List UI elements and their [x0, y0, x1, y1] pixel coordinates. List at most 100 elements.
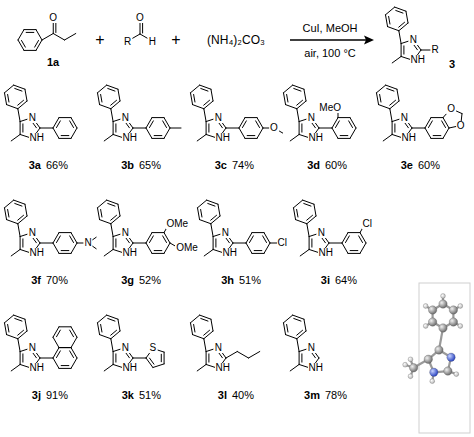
bond	[314, 204, 316, 216]
bond	[108, 203, 115, 206]
crystal-atom	[449, 318, 457, 326]
bond	[397, 89, 399, 101]
atom-label: N	[28, 113, 37, 123]
bond	[150, 358, 154, 364]
bond	[15, 203, 22, 206]
bond	[18, 224, 20, 237]
atom-label: NH	[318, 248, 334, 258]
bond	[35, 40, 39, 47]
atom-label: O	[456, 121, 466, 131]
bond	[287, 324, 288, 332]
crystal-atom	[444, 367, 452, 375]
bond	[243, 121, 247, 128]
atom-label: O	[135, 13, 145, 23]
yield: 91%	[45, 390, 69, 401]
bond	[59, 253, 71, 254]
bond	[104, 134, 113, 140]
bond	[425, 128, 431, 138]
atom-label: N	[121, 228, 130, 238]
bond	[101, 94, 102, 102]
bond	[297, 330, 303, 335]
atom-label: NH	[215, 133, 231, 143]
bond	[152, 138, 164, 139]
atom-label: N	[221, 228, 230, 238]
bond	[252, 232, 264, 233]
crystal-atom	[435, 346, 443, 354]
bond	[383, 134, 392, 140]
bond	[59, 368, 71, 369]
bond	[204, 109, 206, 122]
atom-label: N	[28, 228, 37, 238]
bond	[18, 331, 27, 339]
bond	[8, 209, 9, 217]
atom-label: S	[149, 343, 158, 353]
bond	[211, 319, 213, 331]
bond	[257, 118, 263, 128]
bond	[301, 124, 302, 132]
bond	[53, 118, 59, 128]
atom-label: O	[48, 13, 58, 23]
bond	[359, 236, 363, 243]
bond	[297, 101, 306, 109]
atom-label: NH	[401, 133, 417, 143]
crystal-atom	[409, 364, 417, 372]
bond	[350, 128, 356, 138]
bond	[111, 224, 113, 237]
bond	[433, 135, 441, 136]
atom-label: Cl	[362, 219, 373, 229]
compound-number: 3e	[400, 160, 414, 171]
reaction-condition: air, 100 °C	[303, 48, 356, 59]
compound-number: 3g	[120, 275, 135, 286]
atom-label: NH	[122, 363, 138, 373]
bond	[24, 50, 36, 51]
bond	[4, 200, 13, 208]
bond	[97, 85, 106, 93]
bond	[197, 134, 206, 140]
bond	[283, 93, 285, 105]
bond	[153, 364, 164, 368]
bond	[36, 30, 42, 40]
yield: 70%	[45, 275, 69, 286]
bond	[152, 117, 164, 118]
bond	[425, 118, 431, 128]
bond	[97, 315, 106, 323]
bond	[257, 128, 263, 138]
bond	[332, 128, 338, 138]
bond	[204, 331, 213, 339]
bond	[297, 331, 306, 339]
atom-label: NH	[29, 363, 45, 373]
bond	[208, 124, 209, 132]
bond	[264, 243, 270, 253]
bond	[194, 324, 195, 332]
bond	[53, 358, 59, 368]
bond	[297, 100, 303, 105]
compound-number: 3k	[121, 390, 135, 401]
bond	[254, 250, 262, 251]
bond	[443, 128, 449, 138]
bond	[115, 239, 116, 247]
bond	[100, 335, 111, 339]
bond	[18, 100, 24, 105]
yield: 64%	[334, 275, 358, 286]
bond	[164, 243, 170, 253]
bond	[412, 128, 425, 129]
bond	[18, 109, 20, 122]
bond	[113, 237, 114, 250]
bond	[385, 7, 394, 15]
bond	[218, 204, 220, 216]
bond	[338, 138, 350, 139]
bond	[208, 354, 209, 362]
compound-number: 3a	[28, 160, 42, 171]
bond	[350, 118, 356, 128]
bond	[70, 351, 74, 358]
bond	[360, 233, 366, 243]
bond	[22, 124, 23, 132]
bond	[349, 121, 353, 128]
bond	[392, 122, 393, 135]
atom-label: NH	[308, 133, 324, 143]
yield: 60%	[324, 160, 348, 171]
atom-label: NH	[29, 248, 45, 258]
bond	[18, 40, 24, 50]
bond	[7, 105, 18, 109]
